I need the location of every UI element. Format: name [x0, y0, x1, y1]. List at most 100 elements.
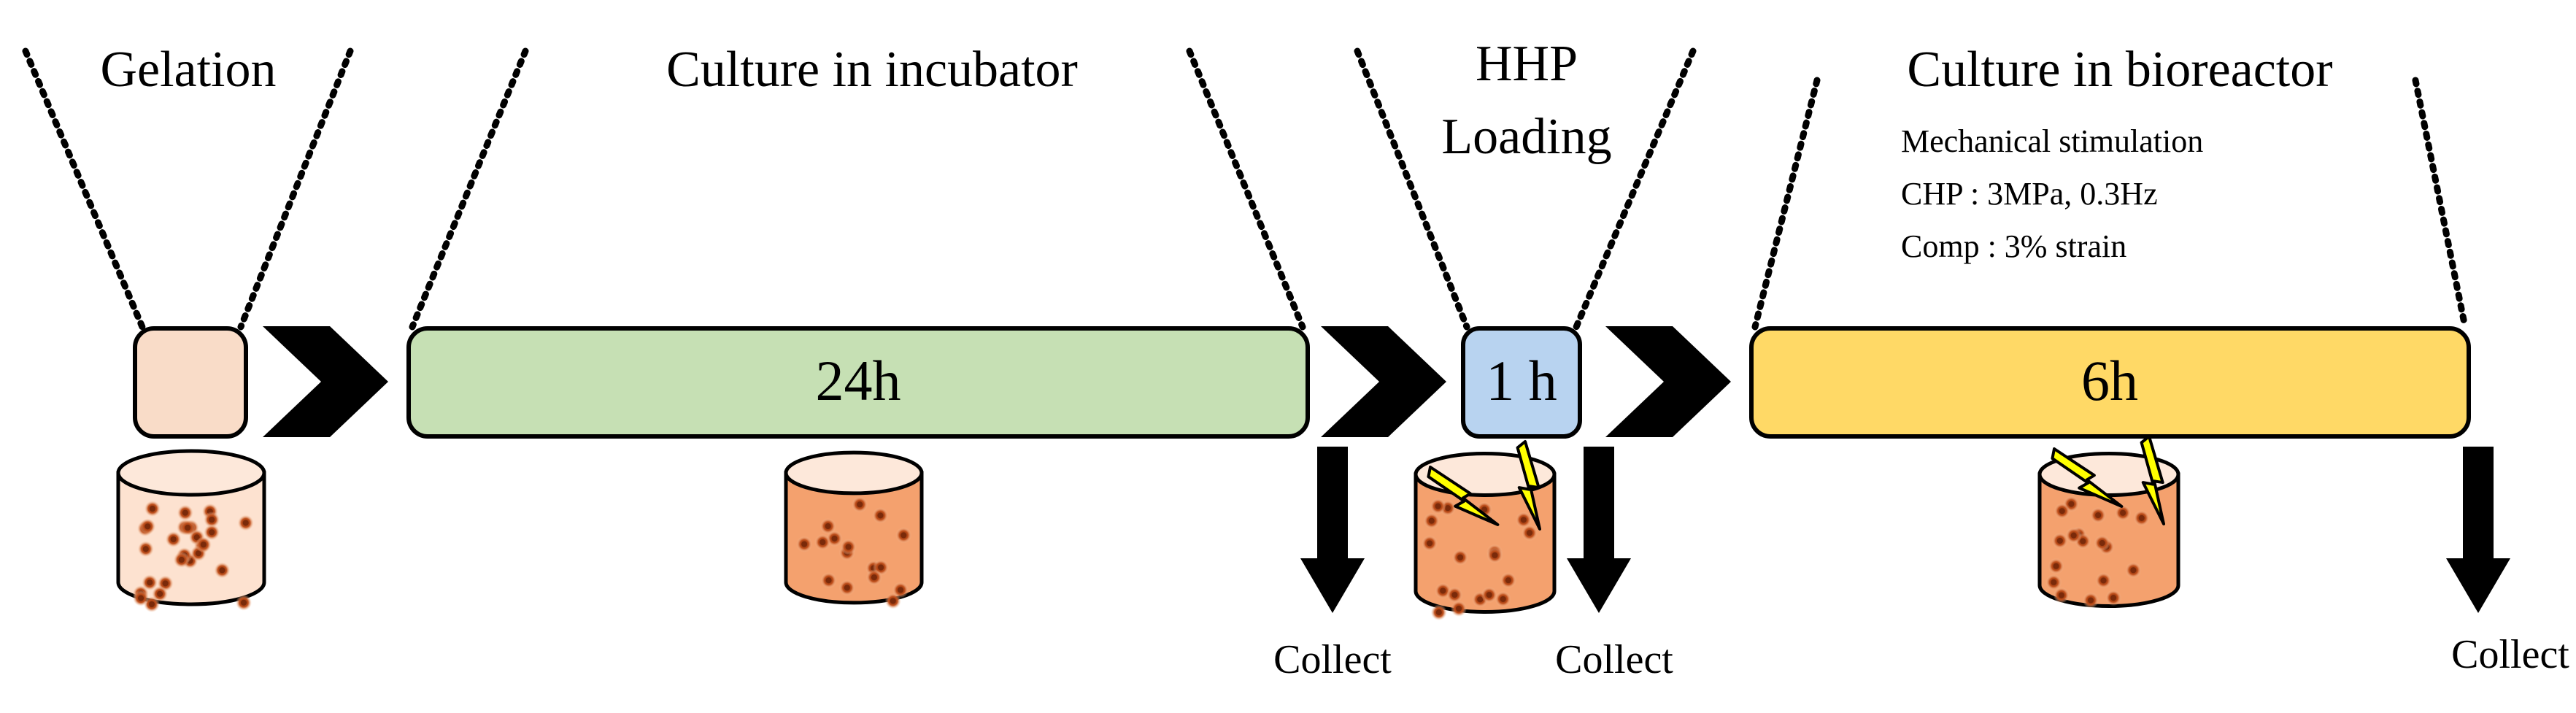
incubator-guide-right: [1186, 47, 1306, 331]
cell-nucleus: [1427, 540, 1433, 547]
stimulation-chp: CHP : 3MPa, 0.3Hz: [1901, 176, 2158, 212]
cell-nucleus: [1500, 596, 1506, 602]
cell-nucleus: [831, 535, 838, 542]
cell-nucleus: [170, 536, 177, 543]
cell-nucleus: [200, 542, 207, 548]
lightning-bolt: [2051, 447, 2124, 508]
cell-nucleus: [241, 599, 247, 606]
cell-nucleus: [162, 580, 169, 587]
gelation-guide-right: [237, 47, 354, 331]
cell-nucleus: [182, 509, 188, 516]
cell-nucleus: [1527, 530, 1533, 536]
chevron-2: [1321, 326, 1446, 437]
bioreactor-title: Culture in bioreactor: [1907, 42, 2332, 98]
cell-nucleus: [1451, 592, 1458, 598]
cell-nucleus: [2059, 508, 2065, 514]
incubator-guide-left: [409, 47, 529, 331]
cell-nucleus: [2056, 538, 2063, 544]
cell-nucleus: [1486, 592, 1492, 598]
cell-nucleus: [148, 601, 155, 607]
hhp-box: [1461, 326, 1582, 439]
bioreactor-guide-left: [1751, 77, 1821, 331]
cell-nucleus: [185, 525, 191, 531]
collect-arrow-2: [1567, 447, 1631, 613]
cell-nucleus: [898, 587, 904, 593]
cell-nucleus: [1457, 554, 1464, 560]
cylinder-scaffold-icon: [1414, 452, 1557, 621]
cell-nucleus: [871, 574, 877, 581]
lightning-bolt-icon: [1427, 435, 2166, 531]
cell-nucleus: [877, 512, 884, 519]
cell-nucleus: [209, 517, 215, 523]
cell-nucleus: [820, 539, 826, 545]
cell-nucleus: [178, 557, 185, 563]
cell-nucleus: [195, 550, 201, 557]
hhp-duration: 1 h: [1486, 349, 1557, 412]
cell-nucleus: [1444, 505, 1451, 512]
cell-nucleus: [144, 523, 151, 530]
cylinder-scaffold-icon: [116, 449, 266, 612]
cell-nucleus: [2138, 514, 2145, 521]
incubator-box: [406, 326, 1310, 439]
cell-nucleus: [2070, 532, 2077, 539]
cell-nucleus: [1505, 577, 1511, 584]
lightning-bolt: [1427, 466, 1500, 526]
incubator-duration: 24h: [816, 349, 901, 412]
bioreactor-guide-right: [2412, 77, 2469, 331]
cell-nucleus: [2058, 592, 2064, 598]
gelation-box: [133, 326, 248, 439]
collect-label-2: Collect: [1555, 637, 1673, 682]
cell-nucleus: [2051, 579, 2057, 585]
cell-nucleus: [2100, 577, 2107, 584]
collect-arrow-1: [1300, 447, 1365, 613]
cylinder-scaffold-icon: [2037, 452, 2180, 609]
cell-nucleus: [242, 520, 249, 526]
cell-nucleus: [801, 541, 808, 547]
hhp-title-line2: Loading: [1441, 109, 1611, 165]
cell-nucleus: [901, 532, 907, 539]
cell-nucleus: [1456, 605, 1462, 612]
cell-nucleus: [1440, 587, 1446, 594]
cylinder-scaffold-icon: [784, 450, 924, 609]
stimulation-comp: Comp : 3% strain: [1901, 228, 2126, 264]
cell-nucleus: [1520, 517, 1527, 523]
chevron-1: [263, 326, 388, 437]
stimulation-heading: Mechanical stimulation: [1901, 123, 2203, 159]
cell-nucleus: [890, 598, 896, 604]
dotted-guide-lines: [22, 47, 2469, 331]
cell-nucleus: [219, 567, 225, 574]
lightning-bolt: [2140, 435, 2166, 525]
cell-nucleus: [857, 501, 863, 508]
scaffold-top: [784, 450, 924, 496]
gelation-guide-left: [22, 47, 146, 331]
cell-nucleus: [2088, 597, 2094, 604]
cell-nucleus: [1492, 552, 1498, 558]
cell-nucleus: [2095, 512, 2102, 518]
cell-nucleus: [1428, 517, 1435, 524]
down-arrow-icon: [1300, 447, 2510, 613]
chevron-3: [1605, 326, 1731, 437]
cell-nucleus: [1435, 503, 1441, 509]
cell-nucleus: [844, 585, 850, 591]
cell-nucleus: [878, 564, 884, 571]
cell-nucleus: [2110, 595, 2117, 601]
lightning-bolt: [1516, 440, 1542, 531]
cell-nucleus: [149, 506, 155, 512]
collect-label-1: Collect: [1273, 637, 1392, 682]
cell-nucleus: [2068, 501, 2075, 507]
cell-nucleus: [147, 579, 153, 586]
cell-nucleus: [1481, 506, 1488, 513]
hhp-guide-right: [1573, 47, 1697, 331]
cell-nucleus: [2130, 567, 2137, 574]
cell-nucleus: [1477, 596, 1484, 603]
stimulation-info: Mechanical stimulation CHP : 3MPa, 0.3Hz…: [1901, 123, 2203, 264]
cell-nucleus: [142, 546, 149, 552]
bioreactor-duration: 6h: [2081, 349, 2138, 412]
cell-nucleus: [157, 590, 163, 597]
incubator-title: Culture in incubator: [666, 42, 1078, 98]
collect-label-3: Collect: [2451, 632, 2569, 677]
scaffold-top: [116, 449, 266, 497]
cell-nucleus: [845, 544, 852, 550]
cell-nucleus: [2120, 509, 2126, 516]
